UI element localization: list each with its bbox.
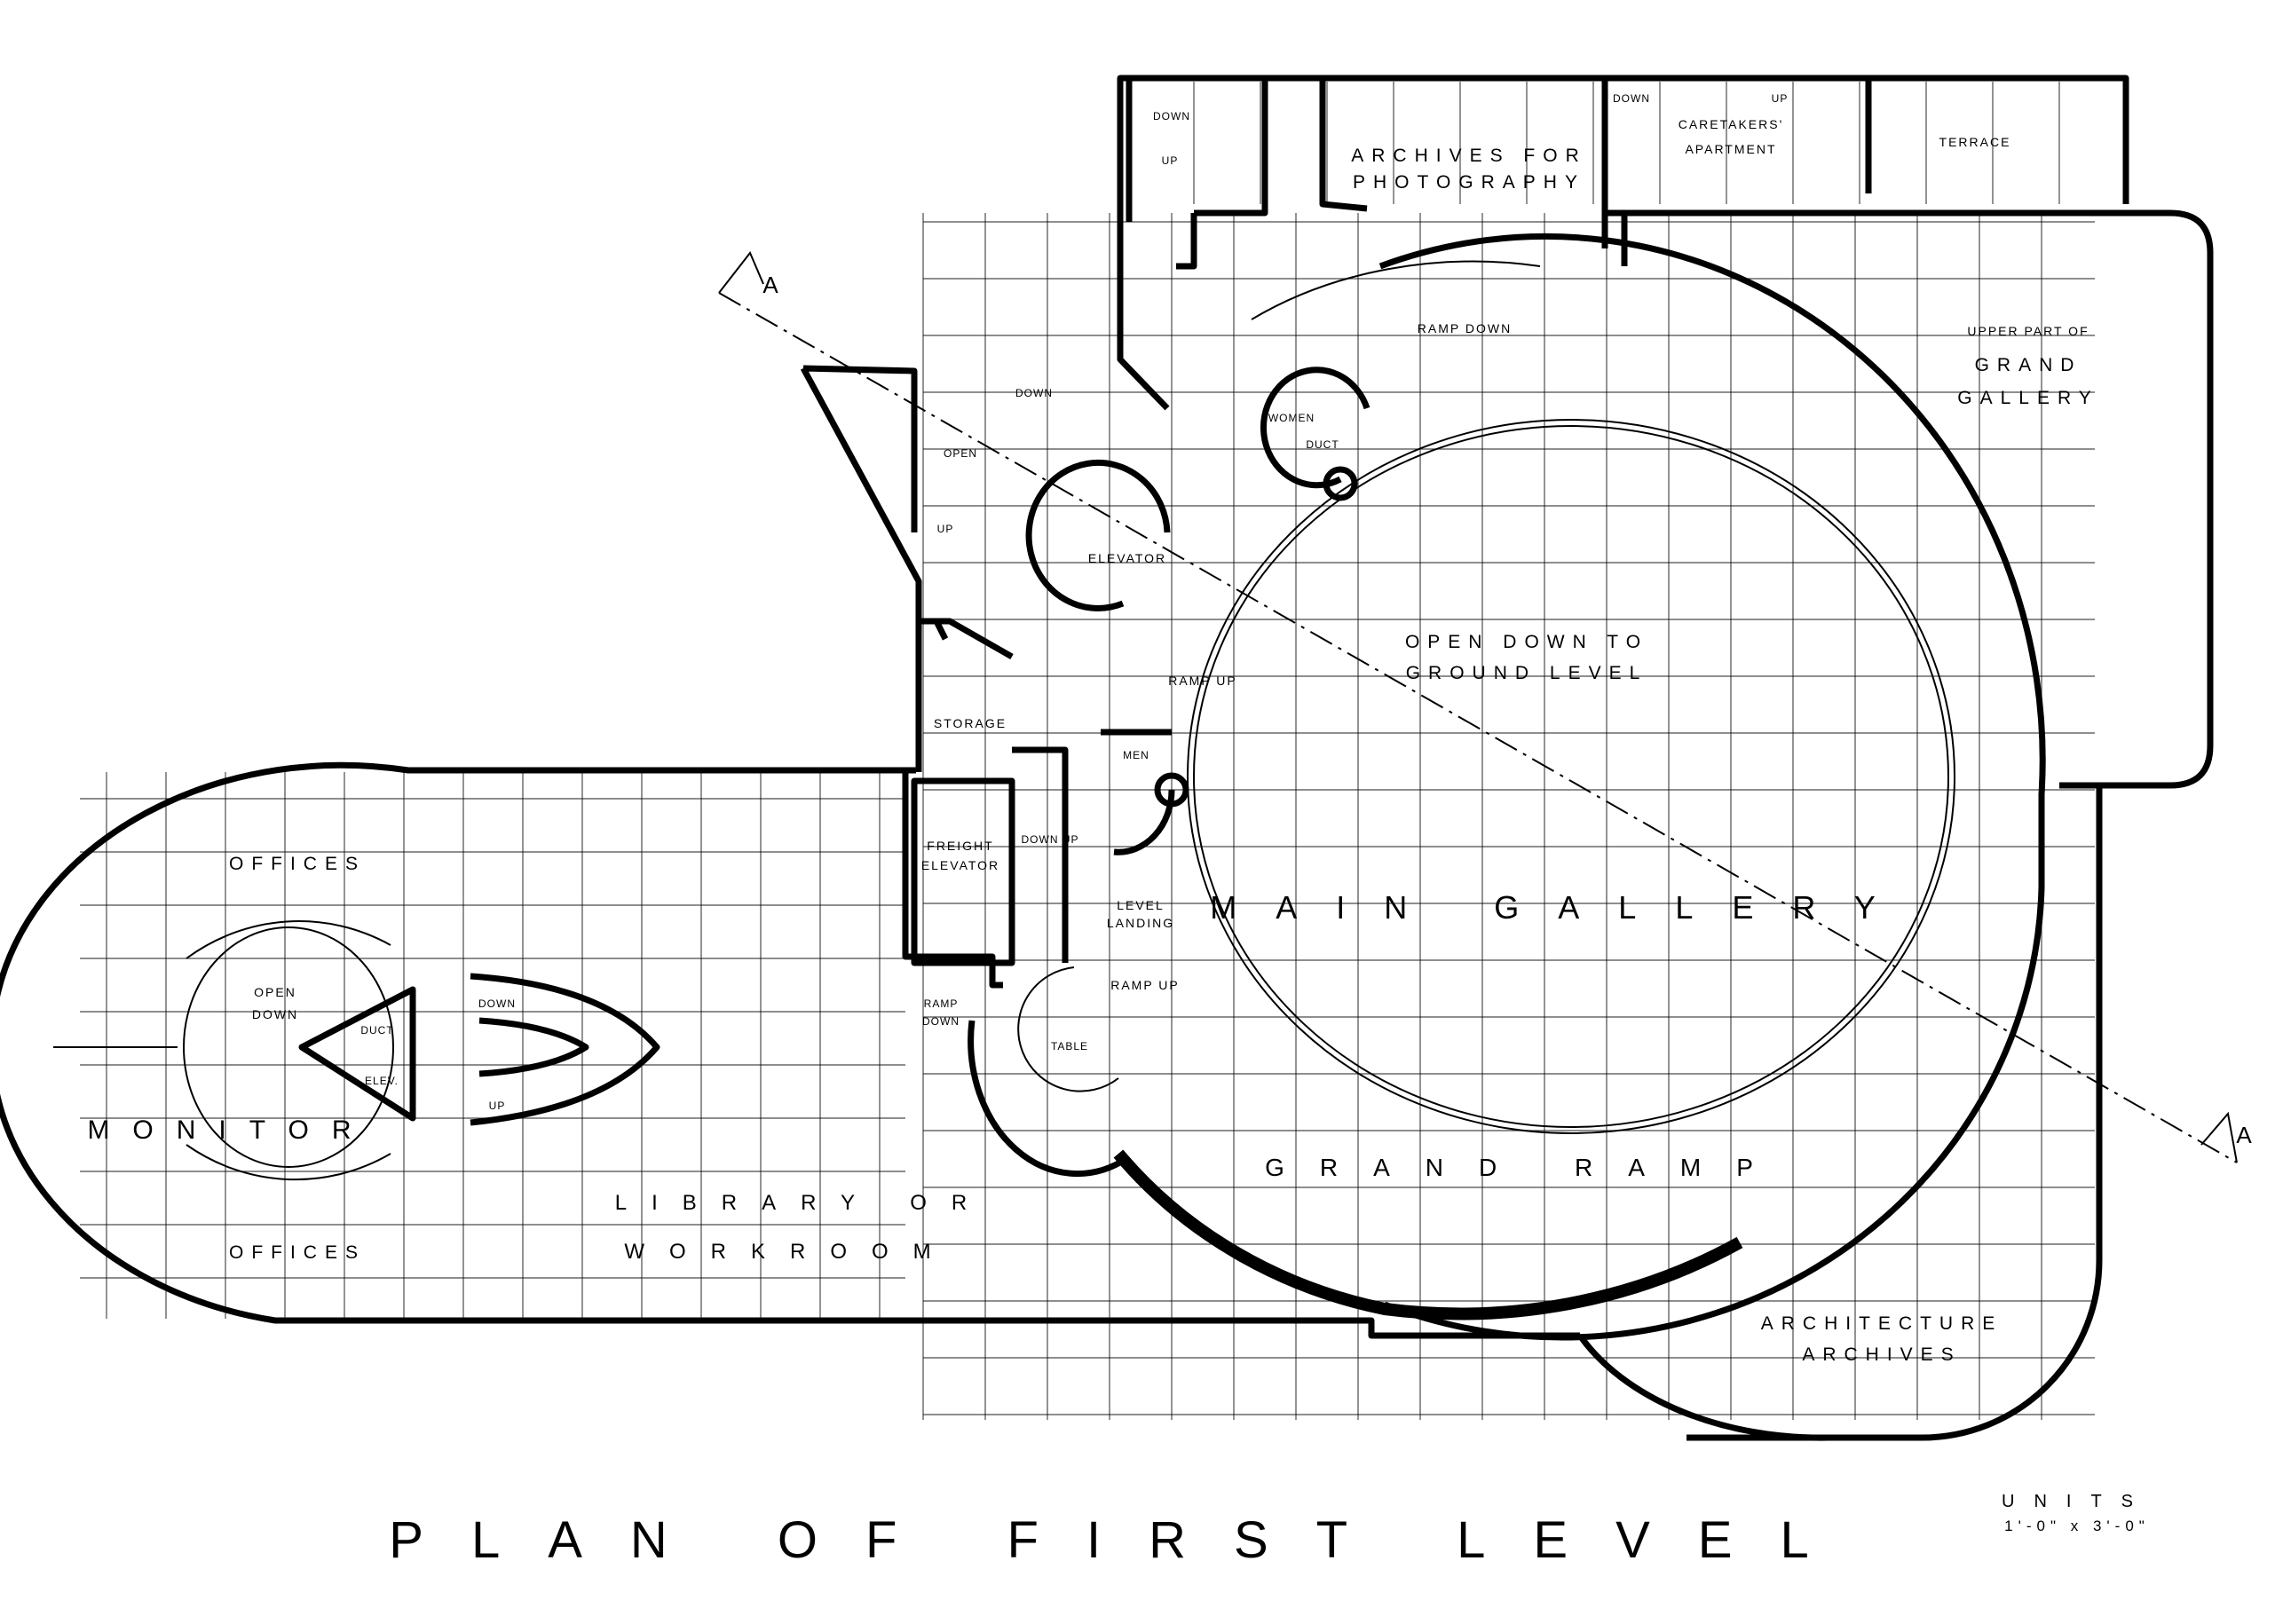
offices-arc-bottom xyxy=(186,1144,391,1181)
label-monitor: MONITOR xyxy=(87,1116,374,1145)
section-arrow-bottom xyxy=(2200,1111,2238,1163)
label-up-left: UP xyxy=(489,1100,506,1112)
label-caretakers-2: APARTMENT xyxy=(1685,142,1776,156)
label-elevator: ELEVATOR xyxy=(1088,551,1166,565)
label-level-1: LEVEL xyxy=(1117,898,1165,912)
left-stair-eye xyxy=(470,973,660,1126)
label-offices-bottom: OFFICES xyxy=(229,1242,366,1263)
units-label: UNITS xyxy=(2002,1492,2153,1511)
ramp-lower-left-curve xyxy=(968,1020,1129,1178)
label-down-up: DOWN UP xyxy=(1022,833,1079,846)
label-table: TABLE xyxy=(1051,1040,1088,1052)
label-ramp-up-1: RAMP UP xyxy=(1168,674,1237,688)
women-room-wall xyxy=(1260,367,1371,489)
left-wing-wall xyxy=(0,761,1580,1339)
outer-walls xyxy=(0,75,2214,1441)
label-women: WOMEN xyxy=(1268,412,1315,424)
label-freight-2: ELEVATOR xyxy=(921,858,999,872)
label-open-down-small-2: DOWN xyxy=(252,1007,298,1021)
label-up-top: UP xyxy=(1162,154,1179,167)
monitor-open-ring xyxy=(183,926,394,1168)
label-open-down-1: OPEN DOWN TO xyxy=(1405,632,1648,652)
annex-partitions xyxy=(1126,78,1872,270)
label-offices-top: OFFICES xyxy=(229,854,366,874)
label-men: MEN xyxy=(1123,749,1149,761)
label-down-care: DOWN xyxy=(1613,92,1650,105)
cores xyxy=(911,367,1371,1092)
label-ramp-up-2: RAMP UP xyxy=(1110,978,1180,992)
label-archives-photo-2: PHOTOGRAPHY xyxy=(1353,172,1585,193)
label-ramp-down-2b: DOWN xyxy=(922,1015,960,1028)
section-marker-a-top: A xyxy=(762,272,778,298)
label-main-gallery: MAIN GALLERY xyxy=(1210,889,1914,926)
bottom-lobe-wall xyxy=(1577,1333,1829,1441)
units-value: 1'-0" x 3'-0" xyxy=(2004,1518,2150,1534)
label-elev-left: ELEV. xyxy=(365,1075,399,1087)
label-storage: STORAGE xyxy=(934,716,1007,730)
table-shape xyxy=(1017,966,1119,1092)
label-grand-ramp: GRAND RAMP xyxy=(1265,1154,1789,1181)
label-caretakers-1: CARETAKERS' xyxy=(1679,117,1784,131)
drawing-title: PLAN OF FIRST LEVEL xyxy=(389,1511,1856,1569)
label-down-1: DOWN xyxy=(1015,387,1053,399)
label-duct-left: DUCT xyxy=(360,1024,393,1037)
room-labels: ARCHIVES FOR PHOTOGRAPHY CARETAKERS' APA… xyxy=(87,92,2099,1365)
left-stair-inner xyxy=(478,1017,589,1077)
label-ramp-down: RAMP DOWN xyxy=(1418,321,1512,335)
gallery-rings xyxy=(968,233,2046,1341)
men-duct-circle xyxy=(1154,772,1189,808)
label-down-left: DOWN xyxy=(478,997,516,1010)
label-upper-grand-3: GALLERY xyxy=(1957,388,2099,408)
upper-annex-wall xyxy=(1117,75,2129,411)
label-up-care: UP xyxy=(1772,92,1789,105)
label-library-1: LIBRARY OR xyxy=(615,1191,992,1215)
women-duct-circle xyxy=(1323,466,1358,501)
ramp-down-arc xyxy=(1251,260,1541,320)
label-arch-archives-2: ARCHIVES xyxy=(1802,1344,1961,1365)
right-lower-wall xyxy=(1687,785,2103,1441)
label-up-1: UP xyxy=(937,523,954,535)
grand-ramp-lower-wall xyxy=(1113,1149,1743,1320)
label-ramp-down-2a: RAMP xyxy=(924,997,959,1010)
section-marker-a-bottom: A xyxy=(2236,1122,2252,1148)
grid-lines xyxy=(80,82,2095,1420)
grand-ramp-outer-wall xyxy=(1378,233,2046,1341)
section-arrow-top xyxy=(718,251,764,294)
label-upper-grand-1: UPPER PART OF xyxy=(1967,324,2089,338)
label-open-down-small-1: OPEN xyxy=(254,985,296,999)
label-freight-1: FREIGHT xyxy=(927,839,993,853)
label-level-2: LANDING xyxy=(1107,916,1174,930)
left-core-eye xyxy=(298,986,416,1122)
gallery-left-stub xyxy=(1605,209,1628,266)
elevator-wall xyxy=(1025,459,1171,611)
main-gallery-inner-ring-2 xyxy=(1187,419,1955,1134)
label-upper-grand-2: GRAND xyxy=(1975,355,2082,375)
label-terrace: TERRACE xyxy=(1939,135,2011,149)
label-archives-photo-1: ARCHIVES FOR xyxy=(1351,146,1587,166)
section-line-a-a xyxy=(718,292,2238,1163)
freight-elevator-wall xyxy=(911,746,1069,966)
offices-arc-top xyxy=(186,920,391,959)
main-gallery-inner-ring xyxy=(1193,425,1949,1128)
label-open-down-2: GROUND LEVEL xyxy=(1406,663,1648,683)
label-library-2: WORKROOM xyxy=(624,1240,955,1264)
left-wing-interior xyxy=(53,920,660,1181)
label-arch-archives-1: ARCHITECTURE xyxy=(1761,1313,2003,1334)
wedge-stair-wall xyxy=(800,365,1014,772)
label-duct-top: DUCT xyxy=(1306,438,1339,451)
label-down-top: DOWN xyxy=(1153,110,1190,122)
grand-gallery-wall xyxy=(1624,209,2214,789)
label-open-stair: OPEN xyxy=(944,447,977,460)
